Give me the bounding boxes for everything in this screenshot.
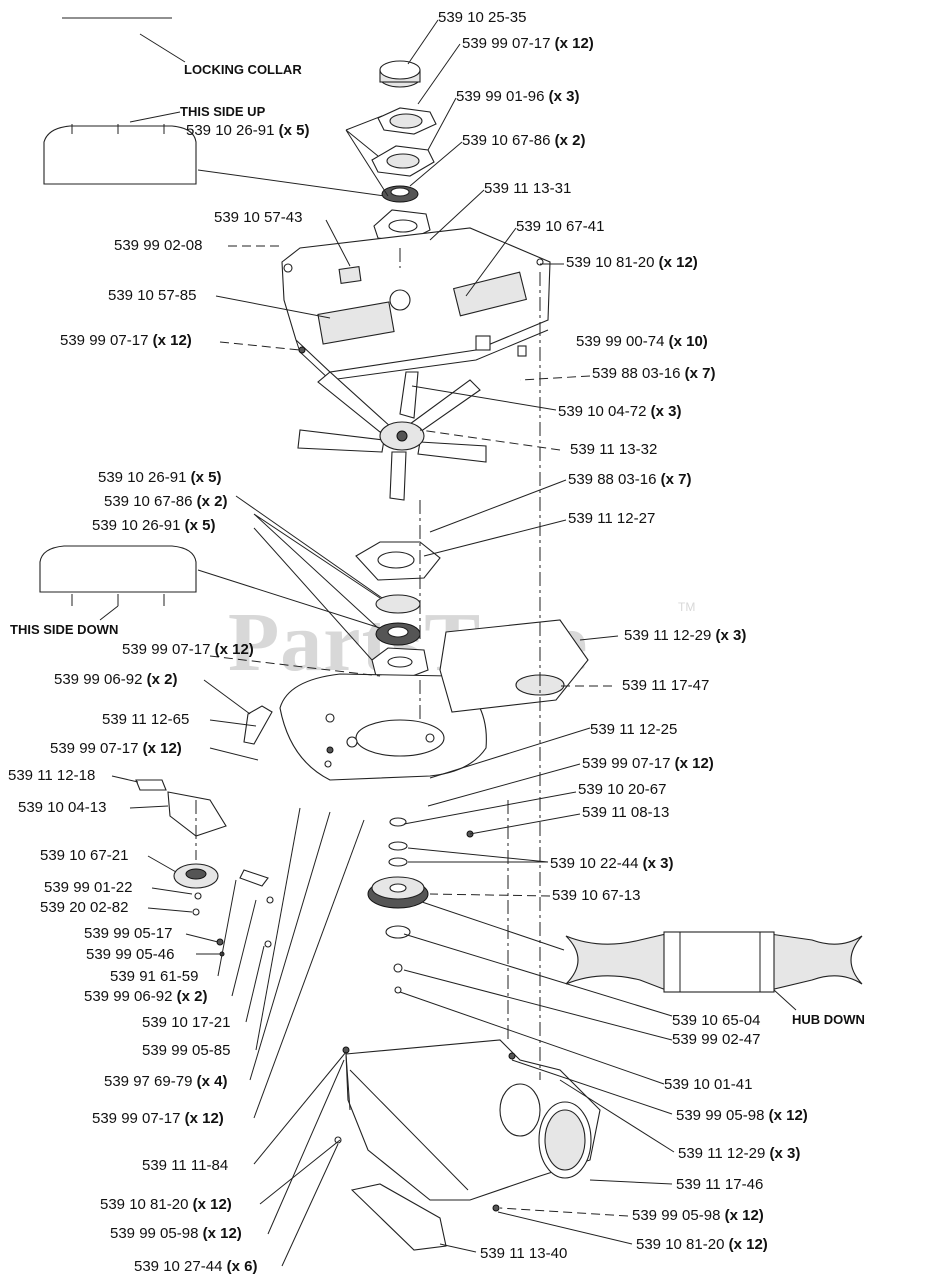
part-callout: 539 11 11-84 bbox=[142, 1157, 229, 1174]
part-callout: 539 99 01-96 (x 3) bbox=[456, 88, 580, 105]
part-callout: 539 99 00-74 (x 10) bbox=[576, 333, 708, 350]
part-callout: 539 11 13-32 bbox=[570, 441, 658, 458]
part-callout: 539 10 81-20 (x 12) bbox=[636, 1236, 768, 1253]
part-callout: 539 10 67-86 (x 2) bbox=[104, 493, 228, 510]
part-callout: 539 99 02-47 bbox=[672, 1031, 761, 1048]
part-callout: 539 99 07-17 (x 12) bbox=[122, 641, 254, 658]
middle-bearing-stack bbox=[235, 495, 441, 681]
part-callout: 539 88 03-16 (x 7) bbox=[592, 365, 716, 382]
impeller-fan bbox=[297, 371, 487, 501]
part-callout: 539 10 67-86 (x 2) bbox=[462, 132, 586, 149]
top-cover-plate bbox=[281, 227, 551, 381]
lower-housing-ring bbox=[279, 619, 589, 781]
part-callout: 539 11 12-27 bbox=[568, 510, 656, 527]
part-callout: 539 11 13-31 bbox=[484, 180, 572, 197]
part-callout: 539 20 02-82 bbox=[40, 899, 129, 916]
idler-bracket-group bbox=[135, 705, 274, 957]
hub-down-inset bbox=[421, 901, 863, 1011]
part-callout: 539 99 07-17 (x 12) bbox=[60, 332, 192, 349]
part-callout: 539 99 07-17 (x 12) bbox=[92, 1110, 224, 1127]
hub-down-caption: HUB DOWN bbox=[792, 1012, 865, 1027]
part-callout: 539 99 01-22 bbox=[44, 879, 133, 896]
part-callout: 539 11 12-29 (x 3) bbox=[678, 1145, 801, 1162]
part-callout: 539 99 05-98 (x 12) bbox=[632, 1207, 764, 1224]
part-callout: 539 10 17-21 bbox=[142, 1014, 231, 1031]
part-callout: 539 11 12-18 bbox=[8, 767, 96, 784]
part-callout: 539 11 17-47 bbox=[622, 677, 710, 694]
part-callout: 539 10 26-91 (x 5) bbox=[98, 469, 222, 486]
centerlines bbox=[195, 248, 541, 1080]
part-callout: 539 11 08-13 bbox=[582, 804, 670, 821]
part-callout: 539 11 12-65 bbox=[102, 711, 190, 728]
part-callout: 539 99 05-46 bbox=[86, 946, 175, 963]
part-callout: 539 99 05-85 bbox=[142, 1042, 231, 1059]
part-callout: 539 97 69-79 (x 4) bbox=[104, 1073, 228, 1090]
part-callout: 539 99 05-17 bbox=[84, 925, 173, 942]
part-callout: 539 10 20-67 bbox=[578, 781, 667, 798]
leader-lines bbox=[111, 19, 675, 1267]
part-callout: 539 10 22-44 (x 3) bbox=[550, 855, 674, 872]
part-callout: 539 10 26-91 (x 5) bbox=[186, 122, 310, 139]
part-callout: 539 10 01-41 bbox=[664, 1076, 753, 1093]
part-callout: 539 99 07-17 (x 12) bbox=[50, 740, 182, 757]
part-callout: 539 99 06-92 (x 2) bbox=[84, 988, 208, 1005]
locking-collar-caption: LOCKING COLLAR bbox=[184, 62, 302, 77]
pulley-stack bbox=[367, 817, 474, 994]
part-callout: 539 91 61-59 bbox=[110, 968, 199, 985]
part-callout: 539 11 12-25 bbox=[590, 721, 678, 738]
part-callout: 539 99 05-98 (x 12) bbox=[676, 1107, 808, 1124]
part-callout: 539 88 03-16 (x 7) bbox=[568, 471, 692, 488]
part-callout: 539 10 04-72 (x 3) bbox=[558, 403, 682, 420]
part-callout: 539 11 17-46 bbox=[676, 1176, 764, 1193]
this-side-up-caption: THIS SIDE UP bbox=[180, 104, 266, 119]
part-callout: 539 10 57-85 bbox=[108, 287, 197, 304]
this-side-down-inset bbox=[39, 545, 381, 629]
part-callout: 539 10 04-13 bbox=[18, 799, 107, 816]
part-callout: 539 10 67-21 bbox=[40, 847, 129, 864]
part-callout: 539 10 81-20 (x 12) bbox=[566, 254, 698, 271]
this-side-down-caption: THIS SIDE DOWN bbox=[10, 622, 119, 637]
bottom-housing bbox=[334, 1039, 601, 1251]
part-callout: 539 99 02-08 bbox=[114, 237, 203, 254]
part-callout: 539 99 07-17 (x 12) bbox=[462, 35, 594, 52]
part-callout: 539 10 26-91 (x 5) bbox=[92, 517, 216, 534]
part-callout: 539 10 81-20 (x 12) bbox=[100, 1196, 232, 1213]
cap-stack bbox=[345, 60, 437, 243]
part-callout: 539 10 67-13 bbox=[552, 887, 641, 904]
part-callout: 539 10 65-04 bbox=[672, 1012, 761, 1029]
part-callout: 539 10 67-41 bbox=[516, 218, 605, 235]
part-callout: 539 99 06-92 (x 2) bbox=[54, 671, 178, 688]
part-callout: 539 10 57-43 bbox=[214, 209, 303, 226]
part-callout: 539 99 05-98 (x 12) bbox=[110, 1225, 242, 1242]
locking-collar-inset bbox=[43, 17, 386, 197]
part-callout: 539 10 27-44 (x 6) bbox=[134, 1258, 258, 1275]
watermark-trademark: TM bbox=[678, 600, 696, 614]
part-callout: 539 11 12-29 (x 3) bbox=[624, 627, 747, 644]
part-callout: 539 10 25-35 bbox=[438, 9, 527, 26]
part-callout: 539 99 07-17 (x 12) bbox=[582, 755, 714, 772]
part-callout: 539 11 13-40 bbox=[480, 1245, 568, 1262]
